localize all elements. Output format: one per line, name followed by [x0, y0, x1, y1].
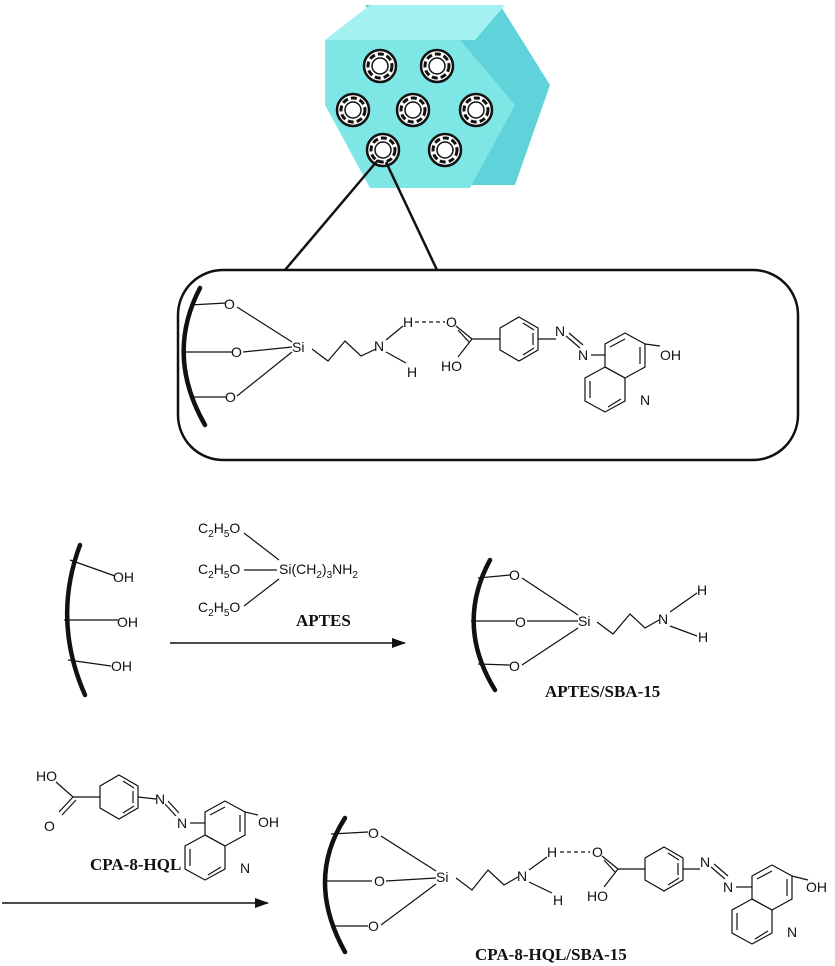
product2-si: Si: [436, 869, 448, 885]
step1-silica-hydroxyl: OH OH OH: [64, 542, 138, 698]
silica-oh-2: OH: [117, 614, 138, 630]
inset-h-bottom: H: [407, 364, 417, 380]
inset-o3: O: [225, 389, 236, 405]
cpa-quinoline-n: N: [240, 860, 250, 876]
sba15-crystal-illustration: [325, 5, 550, 188]
zoom-line-left: [284, 159, 379, 271]
product1-si: Si: [578, 613, 590, 629]
pore-4: [395, 92, 431, 128]
product2-wall: [322, 815, 348, 955]
cpa-sba15-product: O O O Si N H H O HO N N OH N CPA-8-HQL/S…: [322, 815, 827, 964]
inset-ho: HO: [441, 358, 462, 374]
product2-azo-n2: N: [723, 879, 733, 895]
cpa-reagent: HO O N N OH N CPA-8-HQL: [36, 768, 279, 881]
inset-o-carbonyl: O: [446, 314, 457, 330]
inset-azo-n2: N: [578, 347, 588, 363]
cpa-azo-n1: N: [155, 791, 165, 807]
product2-o2: O: [374, 873, 385, 889]
product1-h-top: H: [697, 582, 707, 598]
product2-azo-n1: N: [700, 854, 710, 870]
crystal-pores: [335, 48, 494, 168]
zoom-line-right: [384, 161, 439, 271]
product2-o1: O: [368, 825, 379, 841]
inset-si: Si: [292, 339, 304, 355]
pore-3: [335, 92, 371, 128]
product2-ho: HO: [587, 888, 608, 904]
product2-o3: O: [368, 918, 379, 934]
inset-structure: O O O Si N H H O HO N N OH N: [181, 285, 681, 428]
silica-oh-3: OH: [111, 658, 132, 674]
inset-oh: OH: [660, 347, 681, 363]
pore-5: [458, 92, 494, 128]
cpa-label: CPA-8-HQL: [90, 855, 181, 874]
inset-o1: O: [224, 296, 235, 312]
pore-1: [362, 48, 398, 84]
product2-h-bottom: H: [553, 892, 563, 908]
product2-n: N: [517, 868, 527, 884]
aptes-si-chain: Si(CH2)3NH2: [279, 561, 358, 581]
product1-wall: [471, 557, 498, 693]
product1-n: N: [658, 611, 668, 627]
product1-o3: O: [509, 658, 520, 674]
product2-quinoline-n: N: [787, 924, 797, 940]
cpa-ho: HO: [36, 768, 57, 784]
inset-n: N: [374, 338, 384, 354]
crystal-top-face: [325, 5, 505, 40]
zoom-bubble: [176, 268, 800, 462]
cpa-azo-n2: N: [177, 815, 187, 831]
aptes-ethoxy-2: C2H5O: [198, 561, 240, 581]
cpa-oh: OH: [258, 814, 279, 830]
product1-h-bottom: H: [698, 629, 708, 645]
silica-oh-1: OH: [113, 569, 134, 585]
cpa-sba15-label: CPA-8-HQL/SBA-15: [475, 945, 627, 964]
aptes-reagent: C2H5O C2H5O C2H5O Si(CH2)3NH2 APTES: [198, 520, 358, 630]
aptes-sba15-label: APTES/SBA-15: [545, 682, 660, 701]
aptes-ethoxy-1: C2H5O: [198, 520, 240, 540]
inset-azo-n1: N: [555, 323, 565, 339]
product1-o2: O: [515, 614, 526, 630]
inset-o2: O: [231, 344, 242, 360]
product2-o-carbonyl: O: [592, 844, 603, 860]
aptes-sba15-product: O O O Si N H H APTES/SBA-15: [471, 557, 708, 701]
product2-oh: OH: [806, 879, 827, 895]
aptes-ethoxy-3: C2H5O: [198, 599, 240, 619]
pore-2: [419, 48, 455, 84]
product2-h-top: H: [547, 844, 557, 860]
inset-h-top: H: [403, 314, 413, 330]
product1-o1: O: [509, 567, 520, 583]
cpa-o-carbonyl: O: [44, 818, 55, 834]
aptes-label: APTES: [296, 611, 351, 630]
inset-quinoline-n: N: [640, 392, 650, 408]
inset-pore-wall: [181, 285, 208, 428]
pore-6: [365, 132, 401, 168]
pore-7: [427, 132, 463, 168]
